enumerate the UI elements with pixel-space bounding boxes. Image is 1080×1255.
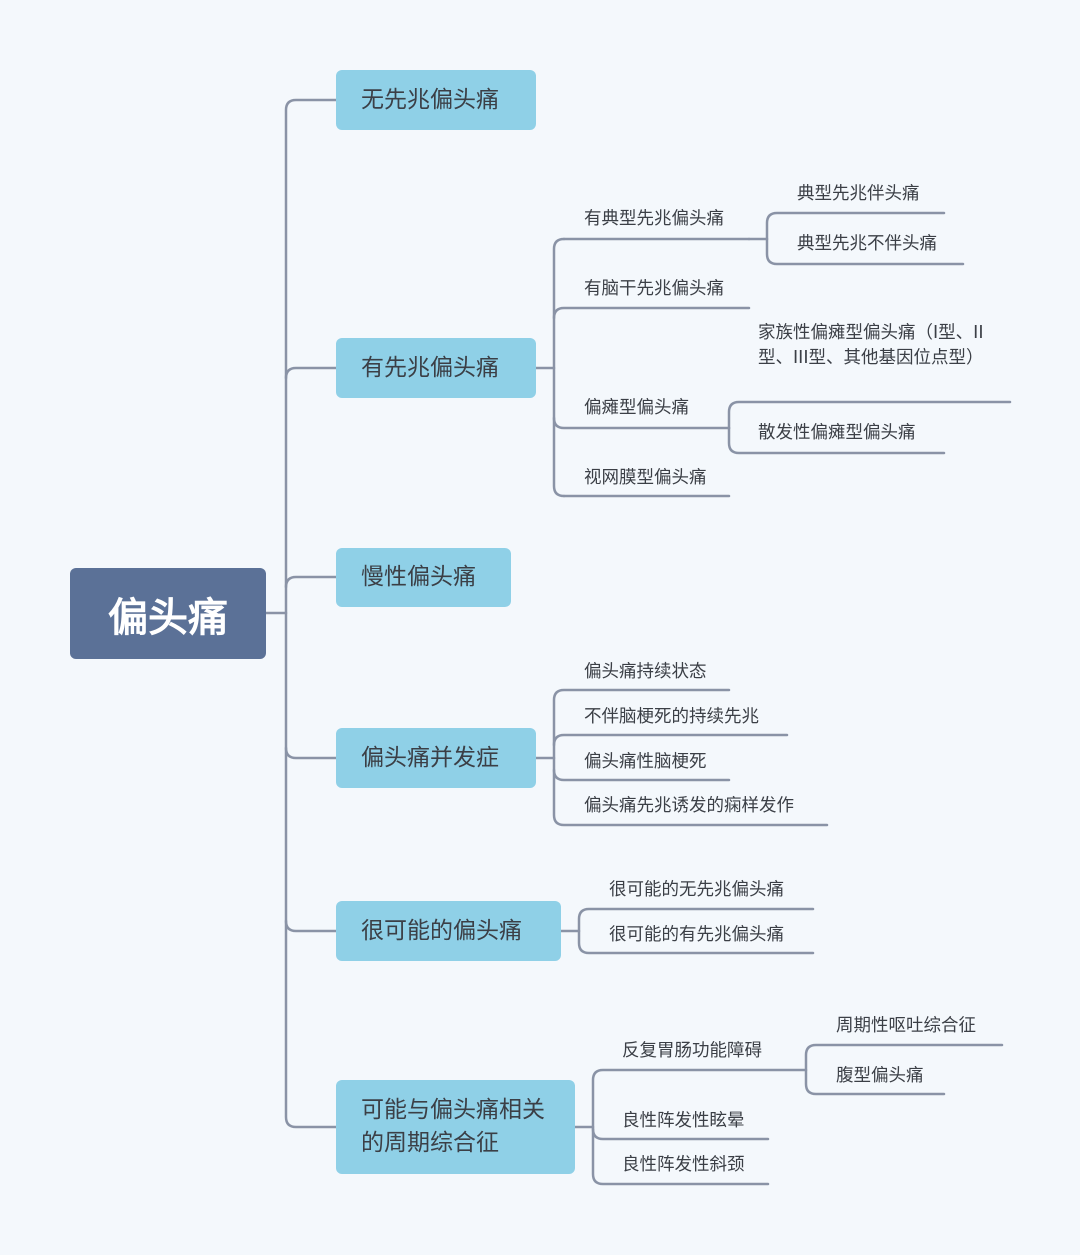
connector-comp-bracket [552, 688, 829, 827]
leaf-brainstem-aura[interactable]: 有脑干先兆偏头痛 [584, 279, 724, 299]
leaf-abdominal-migraine[interactable]: 腹型偏头痛 [836, 1066, 924, 1086]
branch-label: 偏头痛并发症 [361, 744, 499, 771]
connector-gi-bracket [804, 1043, 1004, 1096]
root-node[interactable]: 偏头痛 [70, 568, 266, 659]
root-label: 偏头痛 [108, 594, 228, 641]
leaf-typical-aura[interactable]: 有典型先兆偏头痛 [584, 209, 724, 229]
branch-without-aura[interactable]: 无先兆偏头痛 [336, 70, 536, 130]
branch-probable[interactable]: 很可能的偏头痛 [336, 901, 561, 961]
branch-chronic[interactable]: 慢性偏头痛 [336, 548, 511, 607]
leaf-cyclic-vomiting[interactable]: 周期性呕吐综合征 [836, 1016, 976, 1036]
leaf-status-migrainosus[interactable]: 偏头痛持续状态 [584, 662, 707, 682]
leaf-familial-hemiplegic[interactable]: 家族性偏瘫型偏头痛（I型、II型、III型、其他基因位点型） [758, 323, 984, 368]
leaf-sporadic-hemiplegic[interactable]: 散发性偏瘫型偏头痛 [758, 423, 916, 443]
connector-branch-5 [284, 919, 338, 933]
leaf-persistent-aura[interactable]: 不伴脑梗死的持续先兆 [584, 707, 759, 727]
connector-typical-bracket [765, 211, 965, 266]
branch-periodic-syndromes[interactable]: 可能与偏头痛相关的周期综合征 [336, 1080, 575, 1174]
leaf-probable-with-aura[interactable]: 很可能的有先兆偏头痛 [609, 925, 784, 945]
leaf-aura-seizure[interactable]: 偏头痛先兆诱发的痫样发作 [584, 796, 794, 816]
connector-hemi-bracket [727, 400, 1012, 455]
leaf-migrainous-infarction[interactable]: 偏头痛性脑梗死 [584, 752, 707, 772]
leaf-typical-aura-with-headache[interactable]: 典型先兆伴头痛 [797, 184, 920, 204]
leaf-benign-vertigo[interactable]: 良性阵发性眩晕 [622, 1111, 745, 1131]
connector-branch-2 [284, 366, 338, 380]
branch-label: 无先兆偏头痛 [361, 86, 499, 113]
leaf-probable-without-aura[interactable]: 很可能的无先兆偏头痛 [609, 880, 784, 900]
leaf-benign-torticollis[interactable]: 良性阵发性斜颈 [622, 1155, 745, 1175]
leaf-recurrent-gi[interactable]: 反复胃肠功能障碍 [622, 1041, 762, 1061]
connector-trunk [284, 98, 338, 1129]
branch-label: 有先兆偏头痛 [361, 354, 499, 381]
leaf-typical-aura-without-headache[interactable]: 典型先兆不伴头痛 [797, 234, 937, 254]
branch-with-aura[interactable]: 有先兆偏头痛 [336, 338, 536, 398]
connector-periodic-bracket [591, 1068, 808, 1186]
connector-branch-3 [284, 575, 338, 589]
leaf-retinal[interactable]: 视网膜型偏头痛 [584, 468, 707, 488]
connector-periodic-l2 [591, 1127, 770, 1141]
branch-complications[interactable]: 偏头痛并发症 [336, 728, 536, 788]
leaf-hemiplegic[interactable]: 偏瘫型偏头痛 [584, 398, 689, 418]
connector-branch-4 [284, 746, 338, 760]
branch-label: 慢性偏头痛 [361, 564, 476, 590]
connector-aura-l2 [552, 306, 751, 320]
connector-comp-l3 [552, 768, 731, 782]
branch-label: 很可能的偏头痛 [361, 917, 522, 944]
connector-comp-l2 [552, 733, 789, 747]
branch-label: 可能与偏头痛相关的周期综合征 [361, 1097, 545, 1156]
connector-prob-bracket [577, 907, 815, 955]
connector-aura-bracket [552, 237, 566, 498]
connector-aura-l3 [552, 416, 731, 430]
